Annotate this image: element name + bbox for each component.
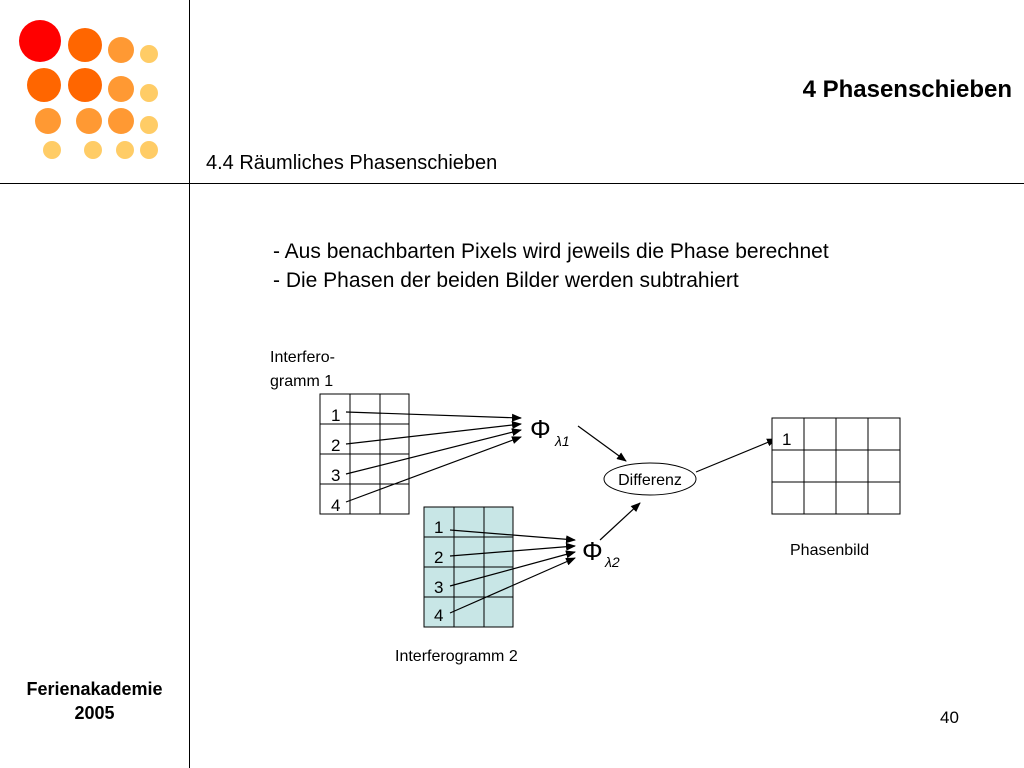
- phase-image-grid: [771, 417, 901, 515]
- difference-node: [603, 462, 697, 496]
- footer-line: Ferienakademie: [26, 679, 163, 699]
- interferogram1-row-label: 1: [331, 406, 340, 425]
- logo-dot: [27, 68, 61, 102]
- difference-label: Differenz: [618, 472, 682, 489]
- page-number: 40: [940, 708, 959, 727]
- logo-dot: [84, 141, 102, 159]
- interferogram2-grid: [423, 506, 514, 628]
- phase1-symbol: Φ: [530, 414, 551, 444]
- phase2-symbol: Φ: [582, 536, 603, 566]
- logo-dot: [108, 37, 134, 63]
- logo-dot: [108, 108, 134, 134]
- footer-organization: Ferienakademie 2005: [0, 677, 189, 725]
- logo-dot: [19, 20, 61, 62]
- interferogram1-label-line1: Interfero-: [270, 349, 335, 366]
- interferogram1-row-label: 2: [331, 436, 340, 455]
- phase-image-label: Phasenbild: [790, 542, 869, 559]
- interferogram1-row-label: 4: [331, 496, 340, 515]
- interferogram1-label-line2: gramm 1: [270, 373, 333, 390]
- interferogram1-arrows: [345, 411, 522, 503]
- interferogram1-row-label: 3: [331, 466, 340, 485]
- interferogram2-label: Interferogramm 2: [395, 648, 518, 665]
- logo-dot: [76, 108, 102, 134]
- logo-dot: [35, 108, 61, 134]
- logo-dot: [68, 68, 102, 102]
- footer-line: 2005: [74, 703, 115, 723]
- logo-dot: [140, 45, 158, 63]
- bullet-item: - Aus benachbarten Pixels wird jeweils d…: [273, 240, 829, 263]
- logo-dot: [43, 141, 61, 159]
- phase2-subscript: λ2: [604, 554, 620, 570]
- logo-dot: [140, 141, 158, 159]
- logo-dot: [116, 141, 134, 159]
- horizontal-divider: [0, 183, 1024, 184]
- difference-arrows: [577, 425, 777, 541]
- logo-dot: [108, 76, 134, 102]
- phase1-subscript: λ1: [554, 433, 570, 449]
- phase-image-cell-label: 1: [782, 430, 791, 449]
- interferogram2-row-label: 3: [434, 578, 443, 597]
- vertical-divider: [189, 0, 190, 768]
- interferogram2-row-label: 4: [434, 606, 443, 625]
- logo-dot: [140, 116, 158, 134]
- interferogram2-row-label: 1: [434, 518, 443, 537]
- logo-dot: [140, 84, 158, 102]
- bullet-item: - Die Phasen der beiden Bilder werden su…: [273, 269, 739, 292]
- bullet-list: - Aus benachbarten Pixels wird jeweils d…: [273, 237, 829, 295]
- interferogram2-arrows: [449, 529, 576, 614]
- section-subtitle: 4.4 Räumliches Phasenschieben: [206, 152, 498, 174]
- logo-dot: [68, 28, 102, 62]
- slide-title: 4 Phasenschieben: [802, 76, 1012, 103]
- interferogram2-row-label: 2: [434, 548, 443, 567]
